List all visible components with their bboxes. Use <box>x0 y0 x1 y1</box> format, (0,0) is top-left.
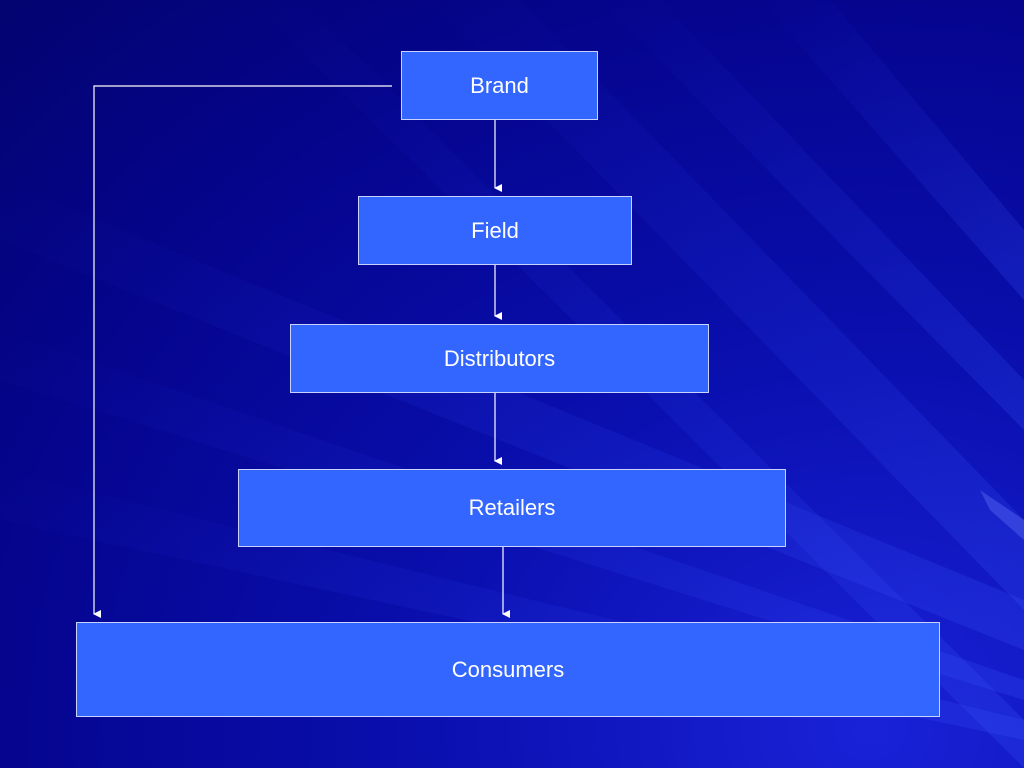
node-brand-label: Brand <box>470 72 529 98</box>
node-consumers: Consumers <box>76 622 940 717</box>
node-consumers-label: Consumers <box>451 656 565 682</box>
node-distributors: Distributors <box>290 324 709 393</box>
node-field-label: Field <box>471 217 519 243</box>
node-retailers-label: Retailers <box>468 495 556 520</box>
node-field: Field <box>358 196 632 265</box>
node-distributors-label: Distributors <box>443 345 556 371</box>
node-brand: Brand <box>401 51 598 120</box>
node-retailers: Retailers <box>238 469 786 547</box>
